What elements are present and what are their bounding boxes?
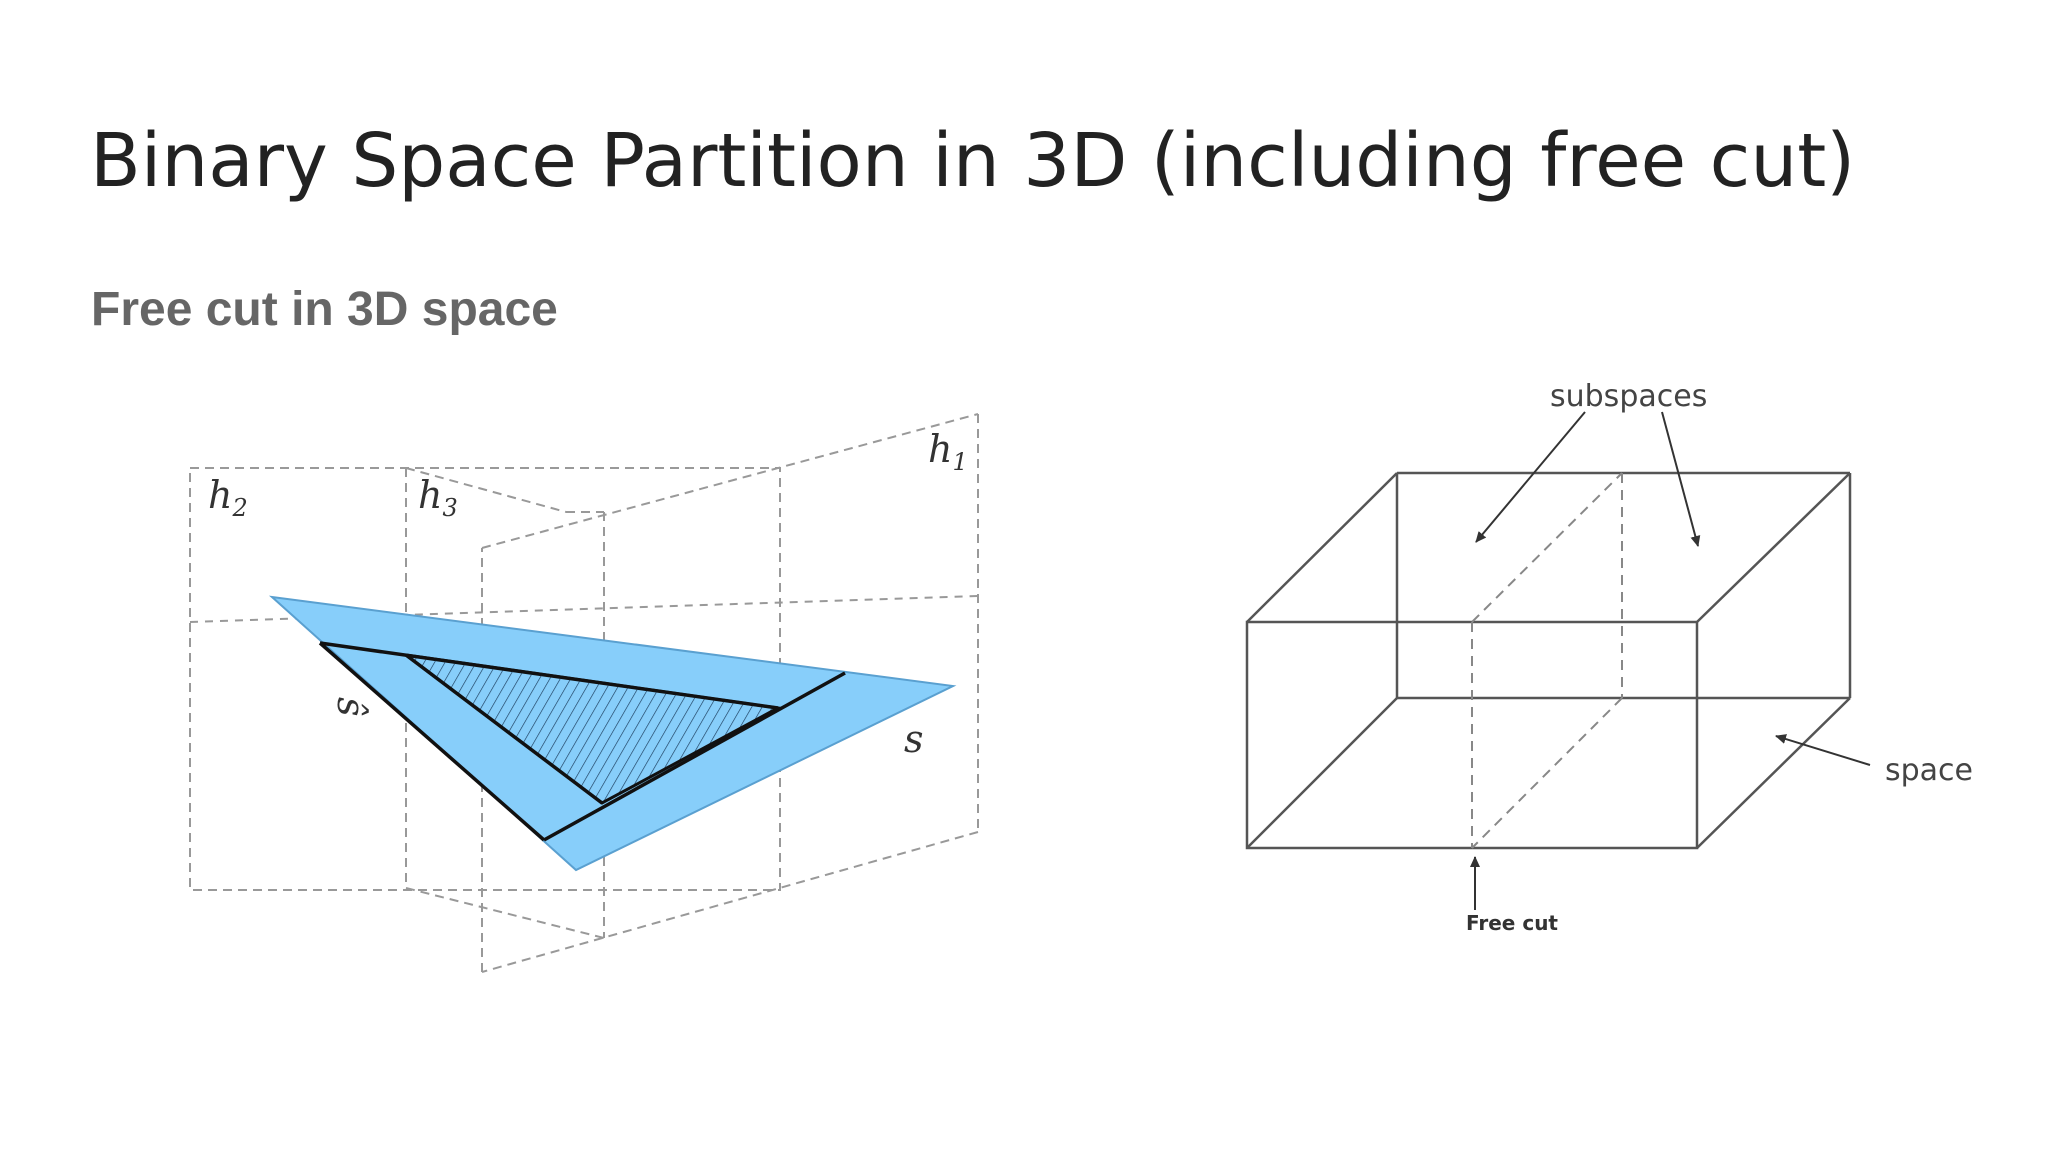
- free-cut-box-diagram: subspaces space Free cut: [1245, 379, 1973, 935]
- label-s-hat: ŝ: [329, 697, 373, 717]
- label-s: s: [904, 717, 924, 761]
- label-h2: h2: [208, 473, 248, 522]
- arrows: [1470, 411, 1871, 910]
- label-h3: h3: [418, 473, 458, 522]
- bsp-triangle-diagram: h1 h2 h3 ŝ s: [189, 413, 979, 973]
- slide-title: Binary Space Partition in 3D (including …: [90, 118, 1856, 204]
- slide-subtitle: Free cut in 3D space: [91, 283, 558, 336]
- label-subspaces: subspaces: [1550, 379, 1707, 414]
- box: [1245, 471, 1852, 850]
- free-cut-plane: [1471, 472, 1623, 849]
- label-space: space: [1885, 753, 1973, 788]
- label-h1: h1: [928, 427, 968, 476]
- label-free-cut: Free cut: [1466, 911, 1558, 935]
